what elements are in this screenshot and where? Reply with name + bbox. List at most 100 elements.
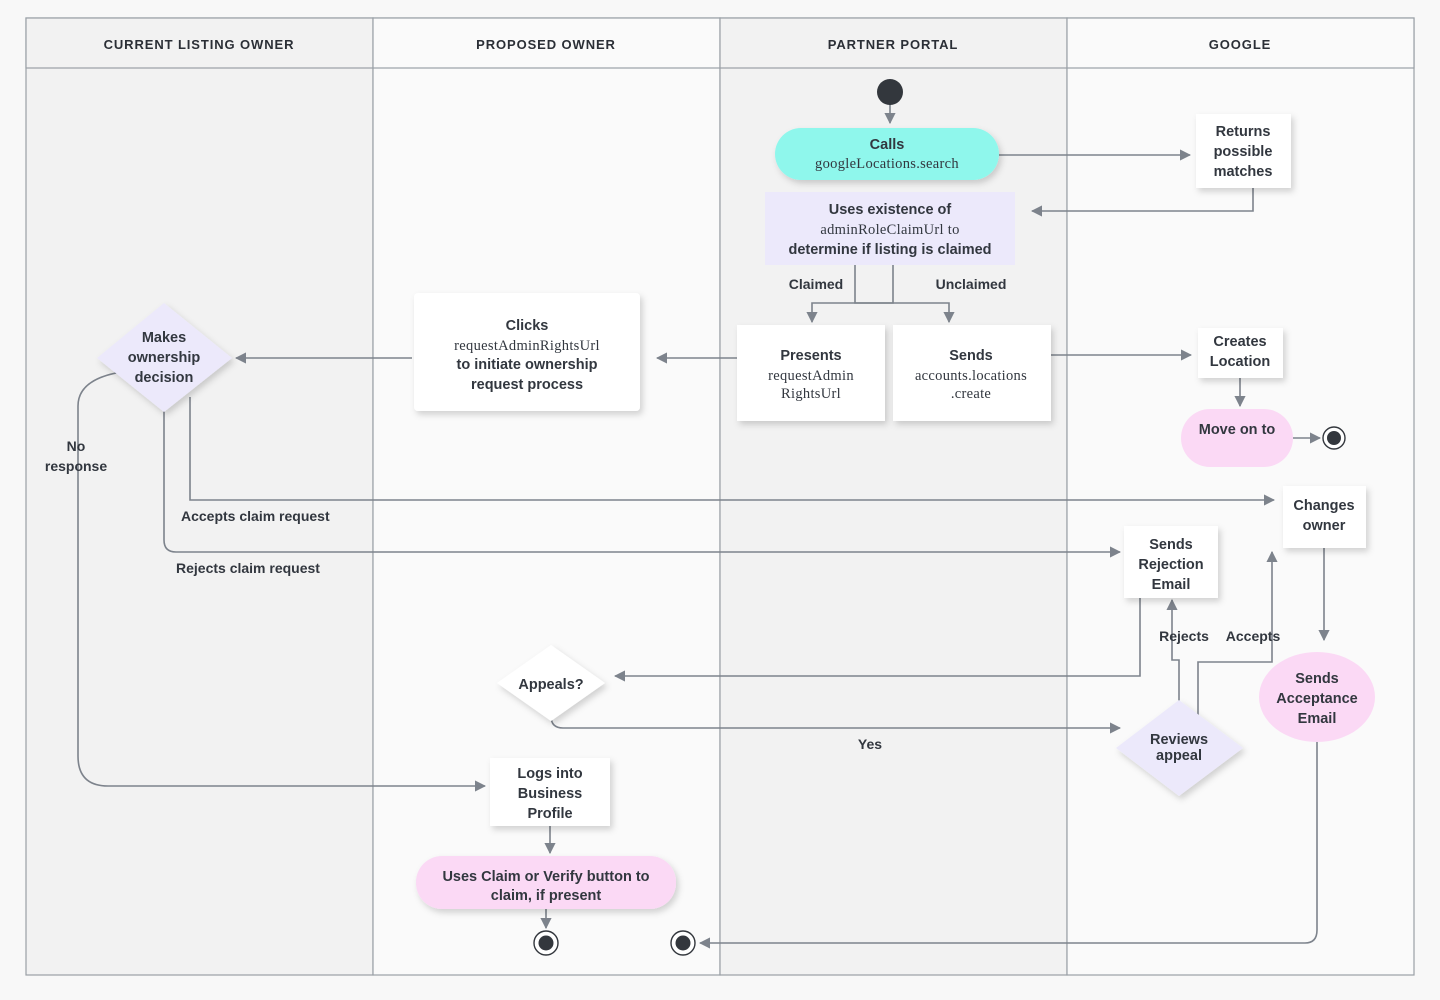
makes-decision-shape: [97, 303, 232, 412]
move-on-to-label: Move on to: [1199, 422, 1276, 438]
returns-possible-matches[interactable]: [1196, 114, 1291, 188]
makes-ownership-decision[interactable]: [97, 303, 232, 412]
uses-existence-line-2: adminRoleClaimUrl to: [820, 222, 959, 238]
edge-label-rejects-claim-request: Rejects claim request: [176, 560, 320, 576]
presents-line-3: RightsUrl: [781, 386, 841, 402]
presents-request-admin-rights-url[interactable]: [737, 325, 885, 421]
edge-labels: Claimed Unclaimed No response Accepts cl…: [45, 276, 1281, 752]
edge-uses-existence-claimed: [806, 265, 894, 324]
lane-header-proposed-owner: [372, 17, 721, 69]
creates-location-shape: [1198, 328, 1283, 378]
lane-header-google: [1066, 17, 1415, 69]
presents-node-shape: [737, 325, 885, 421]
reviews-appeal-line-2: appeal: [1156, 748, 1202, 764]
end-node-partner-portal: [670, 930, 696, 956]
start-node: [877, 79, 903, 105]
lane-label-current-listing-owner: CURRENT LISTING OWNER: [104, 37, 295, 52]
creates-location-line-1: Creates: [1213, 334, 1266, 350]
sends-acceptance-email[interactable]: [1259, 652, 1375, 742]
changes-owner[interactable]: [1283, 486, 1366, 548]
calls-node-line-2: googleLocations.search: [815, 156, 959, 172]
returns-node-line-1: Returns: [1216, 124, 1271, 140]
calls-node-line-1: Calls: [870, 137, 905, 153]
edge-label-accepts: Accepts: [1226, 628, 1281, 644]
presents-line-2: requestAdmin: [768, 368, 854, 384]
changes-owner-line-2: owner: [1303, 518, 1346, 534]
lane-header-partner-portal: [719, 17, 1068, 69]
makes-decision-line-3: decision: [135, 370, 194, 386]
end-node-google: [1322, 426, 1346, 450]
sends-rejection-email[interactable]: [1124, 526, 1218, 598]
logs-into-line-1: Logs into: [517, 766, 582, 782]
edge-accepts-claim-request: [189, 397, 1276, 506]
appeals-decision[interactable]: [497, 645, 605, 721]
edge-label-unclaimed: Unclaimed: [936, 276, 1007, 292]
end-node-proposed-inner: [538, 935, 554, 951]
lane-header-current-listing-owner: [25, 17, 374, 69]
clicks-line-2: requestAdminRightsUrl: [454, 338, 600, 354]
lane-label-proposed-owner: PROPOSED OWNER: [476, 37, 616, 52]
returns-node-shape: [1196, 114, 1291, 188]
edge-no-response: [77, 369, 487, 792]
sends-create-line-1: Sends: [949, 348, 993, 364]
reviews-appeal-shape: [1116, 700, 1243, 796]
uses-existence-of-admin-role-claim-url[interactable]: [765, 192, 1015, 265]
uses-claim-line-2: claim, if present: [491, 888, 602, 904]
logs-into-shape: [490, 758, 610, 826]
end-node-proposed-owner: [533, 930, 559, 956]
edge-acceptance-to-end-partner: [698, 735, 1318, 949]
sends-create-line-3: .create: [951, 386, 991, 402]
changes-owner-shape: [1283, 486, 1366, 548]
clicks-line-1: Clicks: [506, 318, 549, 334]
presents-line-1: Presents: [780, 348, 841, 364]
sends-acceptance-line-1: Sends: [1295, 671, 1339, 687]
sends-create-node-shape: [893, 325, 1051, 421]
uses-existence-node-shape: [765, 192, 1015, 265]
lane-body-proposed-owner: [372, 17, 721, 976]
reviews-appeal[interactable]: [1116, 700, 1243, 796]
edge-reviews-rejects: [1166, 598, 1180, 724]
creates-location-line-2: Location: [1210, 354, 1270, 370]
edge-label-accepts-claim-request: Accepts claim request: [181, 508, 330, 524]
sends-rejection-shape: [1124, 526, 1218, 598]
sends-rejection-line-2: Rejection: [1138, 557, 1203, 573]
calls-node-shape: [775, 128, 999, 180]
lane-label-google: GOOGLE: [1209, 37, 1271, 52]
start-node-circle: [877, 79, 903, 105]
move-on-to[interactable]: [1181, 409, 1293, 467]
sends-acceptance-line-3: Email: [1298, 711, 1337, 727]
edge-rejects-claim-request: [163, 400, 1122, 558]
sends-rejection-line-1: Sends: [1149, 537, 1193, 553]
reviews-appeal-line-1: Reviews: [1150, 732, 1208, 748]
sends-accounts-locations-create[interactable]: [893, 325, 1051, 421]
edge-label-yes: Yes: [858, 736, 882, 752]
logs-into-line-3: Profile: [527, 806, 572, 822]
uses-existence-line-3: determine if listing is claimed: [788, 242, 991, 258]
changes-owner-line-1: Changes: [1293, 498, 1354, 514]
move-on-to-shape: [1181, 409, 1293, 467]
returns-node-line-2: possible: [1214, 144, 1273, 160]
clicks-request-admin-rights-url[interactable]: [414, 293, 640, 411]
uses-claim-shape: [416, 856, 676, 909]
edge-rejection-to-appeals: [613, 598, 1141, 682]
sends-create-line-2: accounts.locations: [915, 368, 1027, 384]
returns-node-line-3: matches: [1214, 164, 1273, 180]
clicks-line-3: to initiate ownership: [457, 357, 598, 373]
edge-uses-existence-unclaimed: [854, 265, 955, 324]
clicks-line-4: request process: [471, 377, 583, 393]
sends-acceptance-line-2: Acceptance: [1276, 691, 1357, 707]
uses-claim-or-verify-button[interactable]: [416, 856, 676, 909]
uses-existence-line-1: Uses existence of: [829, 202, 952, 218]
makes-decision-line-1: Makes: [142, 330, 186, 346]
edge-label-rejects: Rejects: [1159, 628, 1209, 644]
edge-returns-to-uses-existence: [1030, 187, 1254, 217]
sends-rejection-line-3: Email: [1152, 577, 1191, 593]
logs-into-business-profile[interactable]: [490, 758, 610, 826]
appeals-shape: [497, 645, 605, 721]
sends-acceptance-shape: [1259, 652, 1375, 742]
clicks-node-shape: [414, 293, 640, 411]
edge-label-no-response-2: response: [45, 458, 107, 474]
calls-google-locations-search[interactable]: [775, 128, 999, 180]
creates-location[interactable]: [1198, 328, 1283, 378]
